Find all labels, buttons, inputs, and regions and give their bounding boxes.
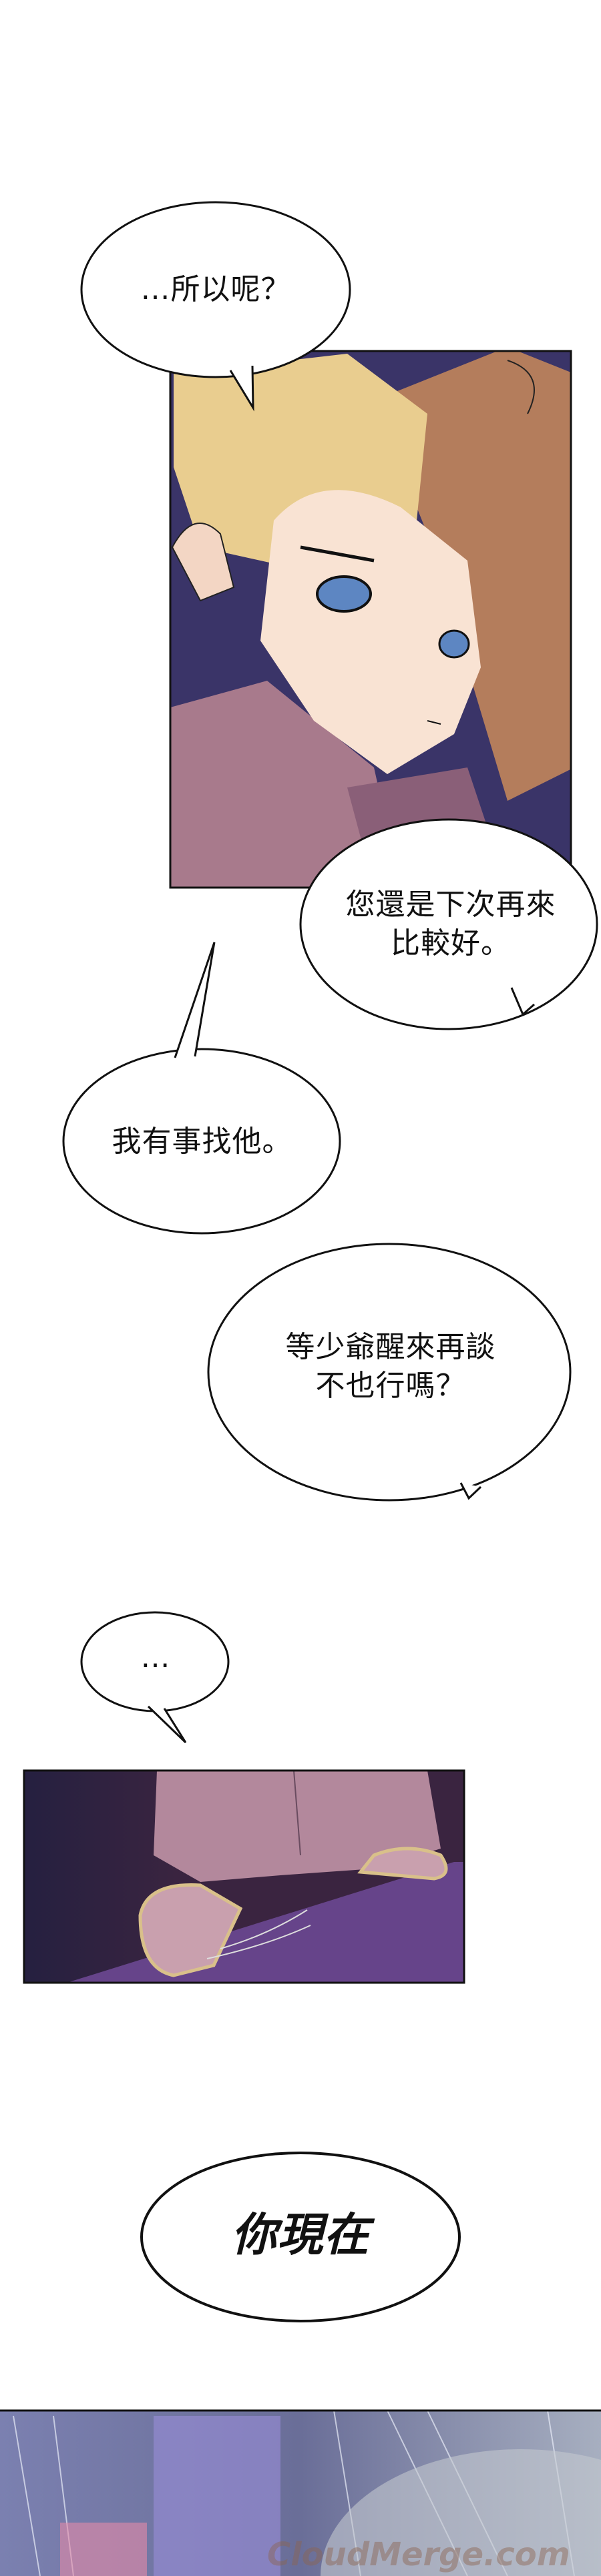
speech-bubble-text-1: …所以呢？ — [140, 272, 291, 306]
speech-bubble-text-2: 您還是下次再來 比較好。 — [345, 888, 556, 960]
panel-feet-stepping — [23, 1769, 465, 1984]
speech-bubble-text-4: 等少爺醒來再談 不也行嗎？ — [285, 1330, 496, 1403]
speech-bubble-text-5: … — [140, 1640, 171, 1674]
watermark: CloudMerge.com — [267, 2536, 570, 2573]
speech-bubble-text-3: 我有事找他。 — [112, 1124, 292, 1159]
panel-sfx-streaks — [0, 2409, 601, 2576]
speech-bubbles — [62, 201, 598, 2322]
speech-bubble-text-6: 你現在 — [231, 2209, 370, 2262]
panel-character-closeup — [169, 350, 572, 889]
